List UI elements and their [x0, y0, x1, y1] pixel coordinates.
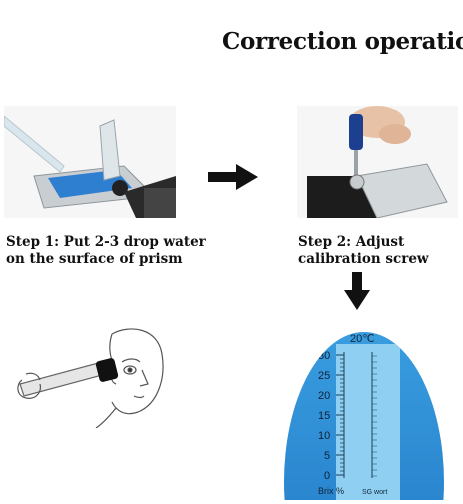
person-viewing-illustration: [12, 318, 172, 429]
brix-tick-25: 25: [318, 370, 330, 382]
sg-label: SG wort: [362, 489, 387, 496]
step1-line2: on the surface of prism: [6, 251, 183, 267]
calibration-photo: [297, 106, 458, 218]
refractometer-scale: 20℃ 30 25 20 15 10 5 0 Brix % SG wort: [284, 322, 444, 500]
arrow-right-icon: [208, 164, 258, 190]
page-title: Correction operation: [222, 28, 463, 55]
scale-temperature: 20℃: [350, 333, 375, 345]
step2-line2: calibration screw: [298, 251, 429, 267]
brix-tick-0: 0: [324, 470, 330, 482]
step2-text: Step 2: Adjust calibration screw: [298, 234, 429, 268]
arrow-down-icon: [344, 272, 370, 310]
brix-label: Brix %: [318, 486, 344, 496]
brix-tick-10: 10: [318, 430, 330, 442]
step1-text: Step 1: Put 2-3 drop water on the surfac…: [6, 234, 206, 268]
step1-line1: Step 1: Put 2-3 drop water: [6, 234, 206, 250]
brix-tick-20: 20: [318, 390, 330, 402]
brix-tick-30: 30: [318, 350, 330, 362]
step2-line1: Step 2: Adjust: [298, 234, 405, 250]
brix-tick-5: 5: [324, 450, 330, 462]
brix-tick-15: 15: [318, 410, 330, 422]
prism-photo: [4, 106, 176, 218]
